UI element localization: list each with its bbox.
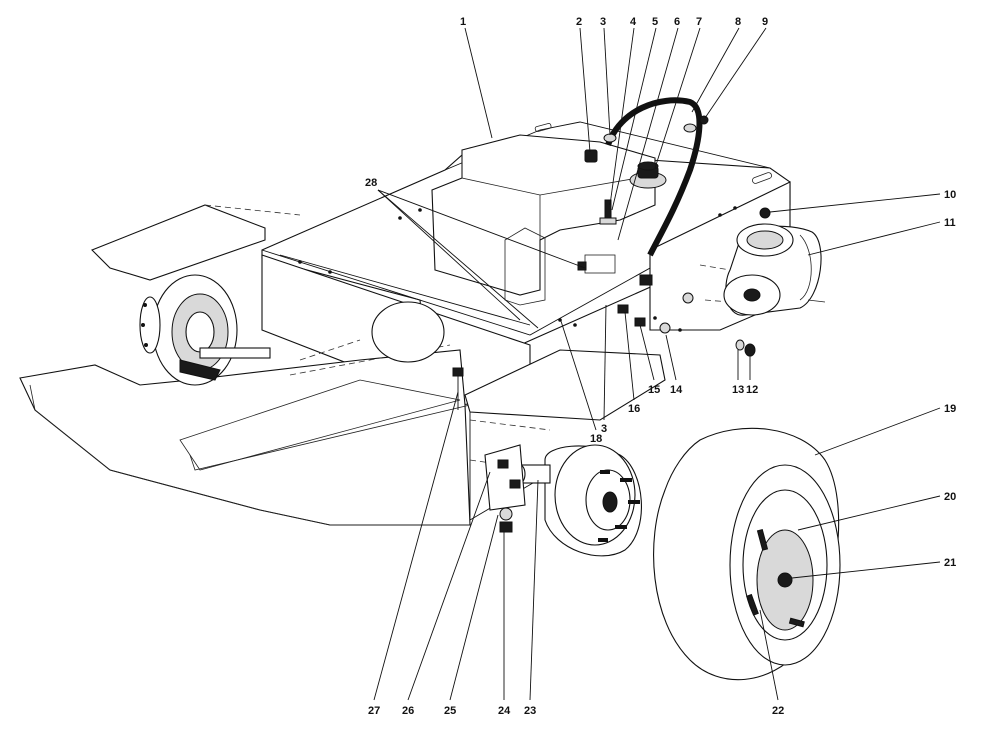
- callout-25: 25: [444, 705, 456, 717]
- callout-12: 12: [746, 384, 758, 396]
- muffler: [723, 207, 826, 357]
- callout-28: 28: [365, 177, 377, 189]
- leader-lines: [373, 27, 941, 701]
- callout-8: 8: [735, 16, 741, 28]
- left-wheel: [139, 274, 271, 386]
- callout-19: 19: [944, 403, 956, 415]
- callout-18: 18: [590, 433, 602, 445]
- callout-22: 22: [772, 705, 784, 717]
- callout-2: 2: [576, 16, 582, 28]
- hose-fitting: [699, 115, 709, 125]
- axle-bracket-hardware: [452, 367, 526, 533]
- callout-7: 7: [696, 16, 702, 28]
- callout-4: 4: [630, 16, 637, 28]
- tank-bracket-hardware: [577, 199, 694, 334]
- callout-11: 11: [944, 217, 956, 229]
- callout-15: 15: [648, 384, 660, 396]
- callout-labels: 1 2 3 4 5 6 7 8 9 10 11 12 13 14 15 16 3…: [365, 16, 956, 717]
- hose-clamp: [683, 123, 697, 133]
- callout-27: 27: [368, 705, 380, 717]
- callout-13: 13: [732, 384, 744, 396]
- hose-clamp: [603, 133, 617, 143]
- callout-23: 23: [524, 705, 536, 717]
- callout-9: 9: [762, 16, 768, 28]
- callout-20: 20: [944, 491, 956, 503]
- callout-24: 24: [498, 705, 511, 717]
- callout-16: 16: [628, 403, 640, 415]
- callout-26: 26: [402, 705, 414, 717]
- callout-3-lower: 3: [601, 423, 607, 435]
- callout-3: 3: [600, 16, 606, 28]
- brake-drum: [514, 444, 642, 557]
- chassis-frame: [19, 121, 791, 526]
- callout-1: 1: [460, 16, 466, 28]
- callout-6: 6: [674, 16, 680, 28]
- callout-10: 10: [944, 189, 956, 201]
- callout-21: 21: [944, 557, 956, 569]
- fuel-hose: [605, 97, 703, 257]
- callout-14: 14: [670, 384, 683, 396]
- callout-5: 5: [652, 16, 658, 28]
- rear-tire: [653, 427, 841, 681]
